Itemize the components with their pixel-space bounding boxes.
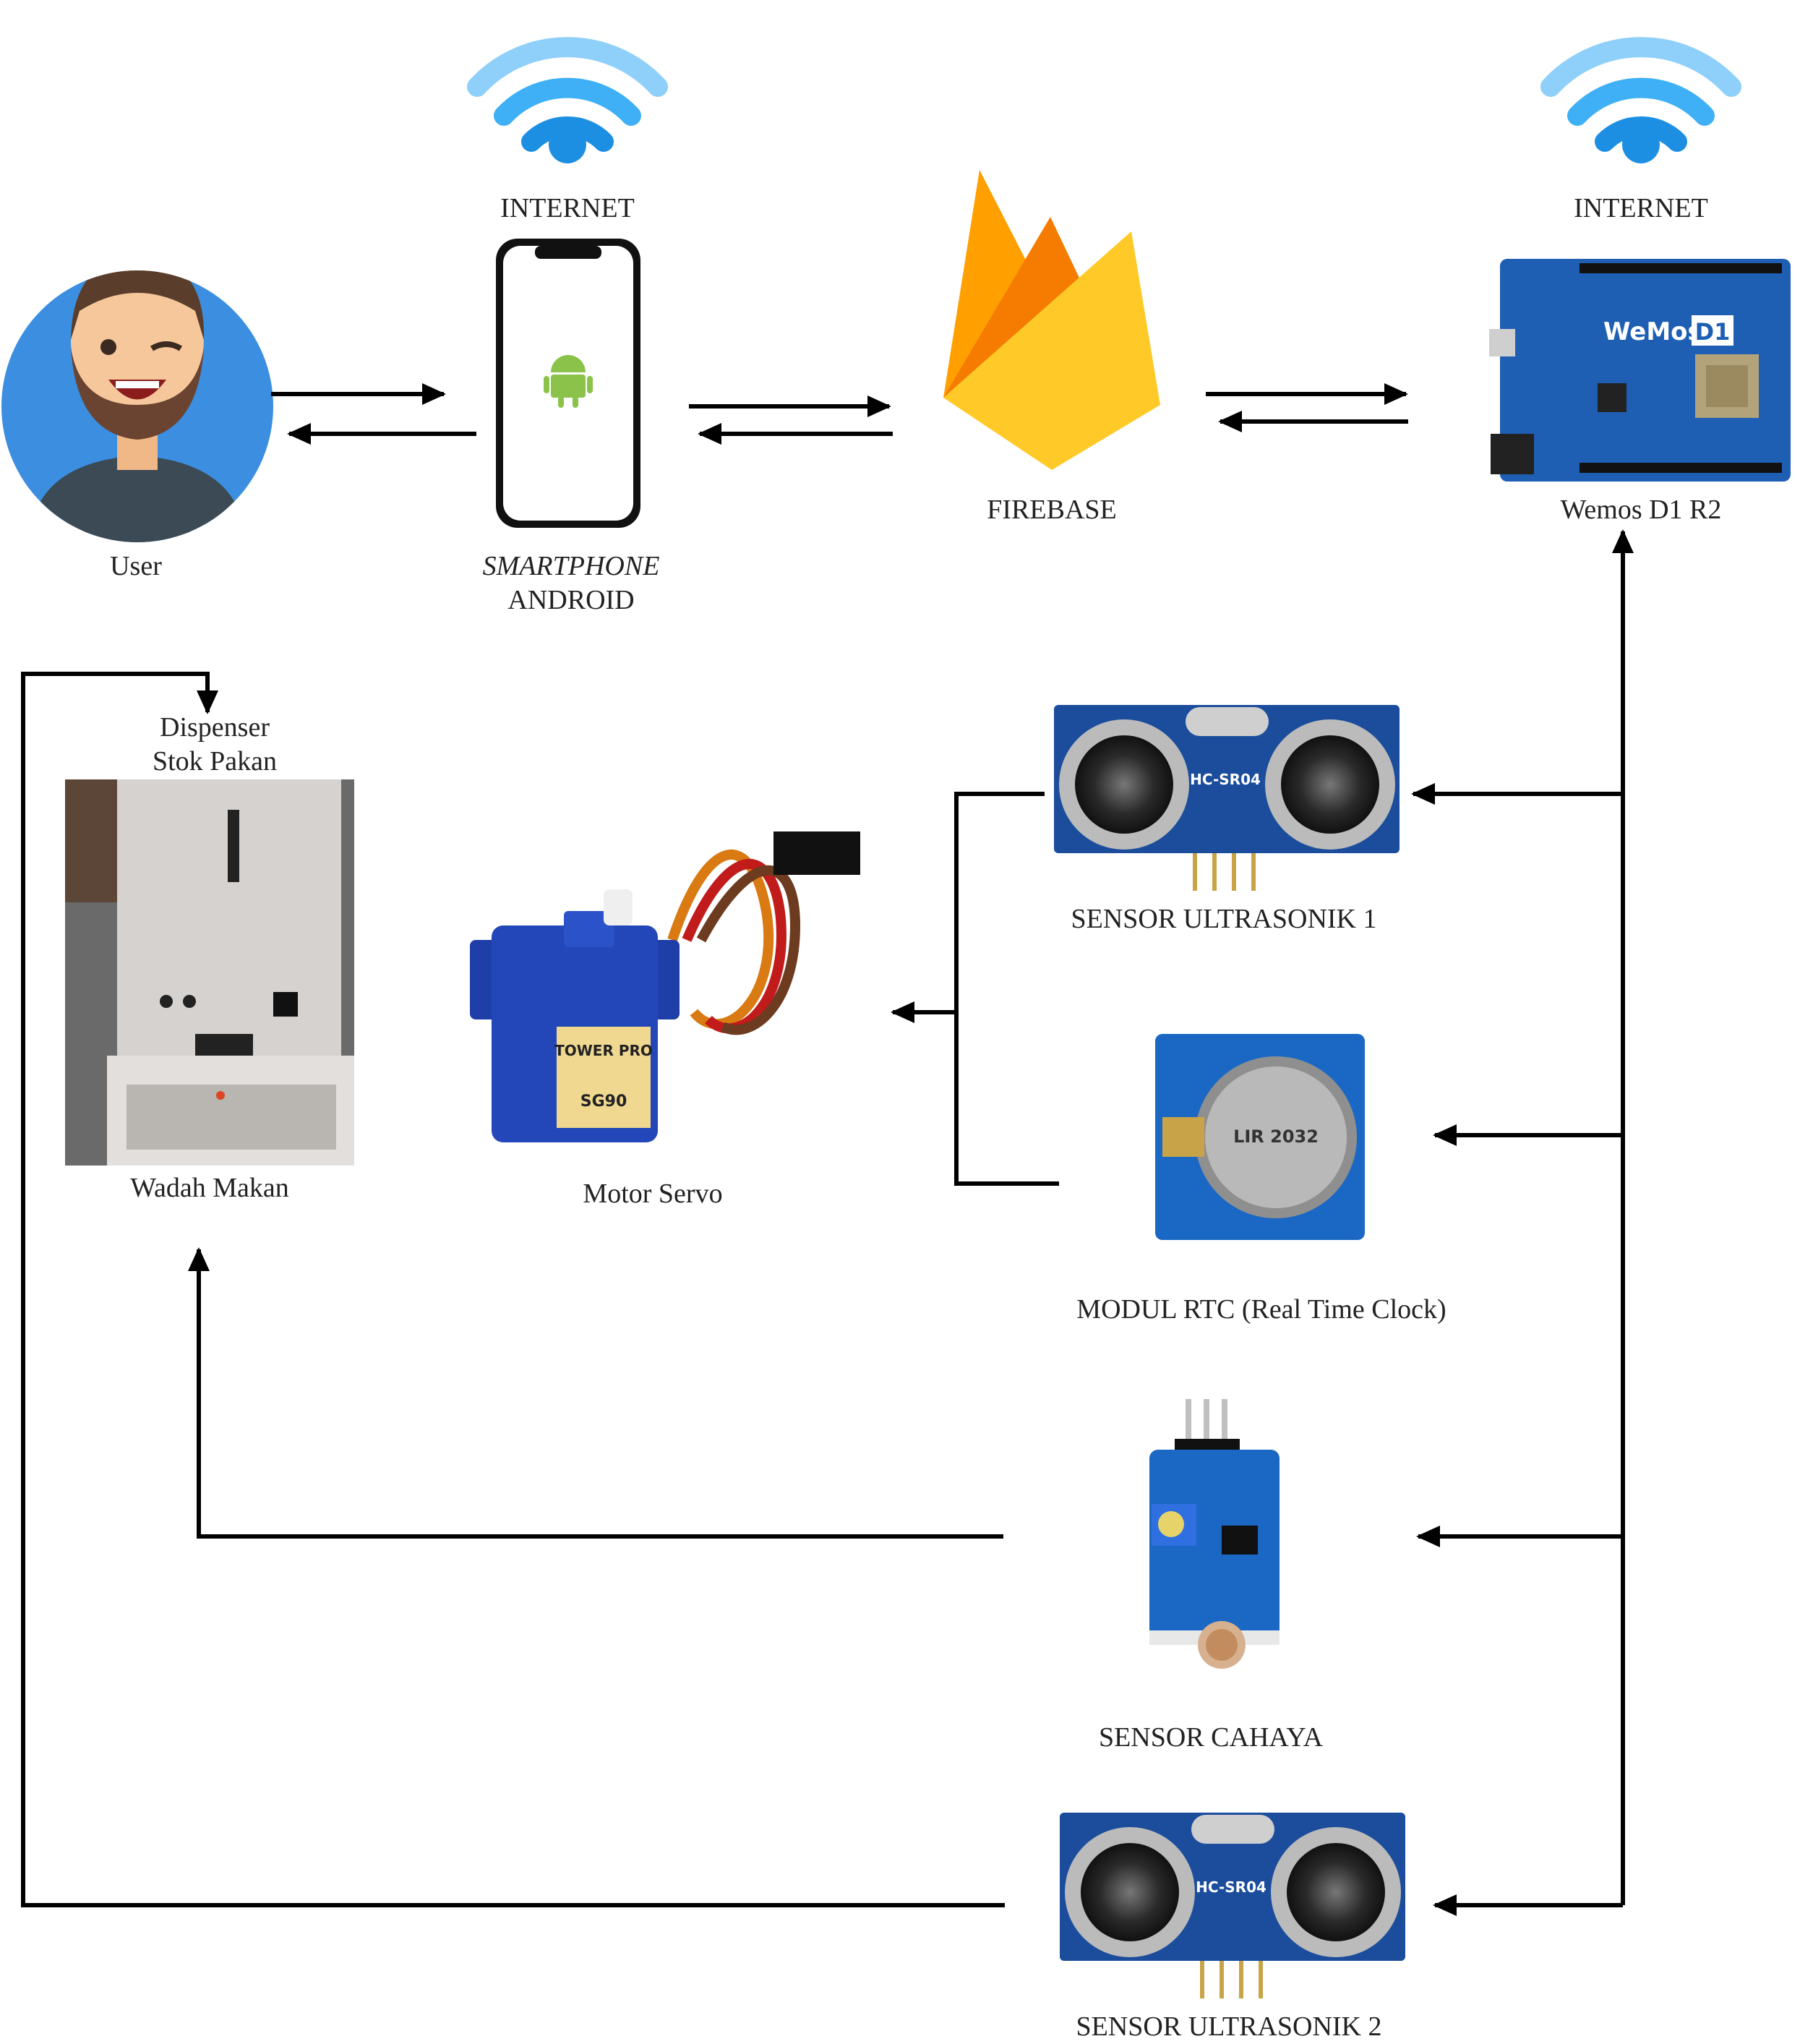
sensor-ultrasonik-1-label: SENSOR ULTRASONIK 1 bbox=[1071, 904, 1377, 934]
internet-label-right: INTERNET bbox=[1574, 193, 1708, 223]
servo-brand-text: TOWER PRO bbox=[554, 1042, 653, 1059]
stok-pakan-label: Stok Pakan bbox=[153, 746, 277, 777]
servo-motor-image: TOWER PRO SG90 bbox=[470, 831, 860, 1142]
wemos-d1-board: WeMos D1 bbox=[1489, 259, 1791, 482]
ultrasonic-sensor-2-image: HC-SR04 bbox=[1060, 1813, 1405, 1998]
ultrasonic-sensor-1-image: HC-SR04 bbox=[1054, 705, 1400, 891]
light-sensor-image bbox=[1149, 1399, 1280, 1669]
user-avatar-icon bbox=[1, 270, 273, 542]
android-label: ANDROID bbox=[507, 585, 634, 615]
hcsr04-text-2: HC-SR04 bbox=[1196, 1878, 1266, 1896]
servo-label: Motor Servo bbox=[583, 1179, 722, 1209]
internet-label-left: INTERNET bbox=[500, 193, 635, 223]
dispenser-label: Dispenser bbox=[160, 712, 270, 743]
connector-us1-rtc bbox=[954, 792, 1059, 1186]
dispenser-photo bbox=[65, 779, 354, 1166]
arrow-us2-to-dispenser bbox=[21, 672, 1005, 1907]
smartphone-label: SMARTPHONE bbox=[483, 551, 660, 581]
wemos-model-text: D1 bbox=[1695, 318, 1731, 346]
wemos-brand-text: WeMos bbox=[1603, 317, 1702, 346]
rtc-label: MODUL RTC (Real Time Clock) bbox=[1076, 1294, 1446, 1325]
sensor-cahaya-label: SENSOR CAHAYA bbox=[1099, 1722, 1324, 1753]
user-label: User bbox=[110, 551, 162, 581]
servo-model-text: SG90 bbox=[580, 1092, 627, 1111]
wifi-icon-right bbox=[1540, 37, 1741, 163]
android-icon bbox=[544, 355, 593, 408]
firebase-flame-icon bbox=[943, 170, 1160, 470]
wifi-icon-left bbox=[467, 37, 668, 163]
rtc-module-image: LIR 2032 bbox=[1155, 1034, 1365, 1240]
hcsr04-text-1: HC-SR04 bbox=[1190, 771, 1261, 788]
wadah-label: Wadah Makan bbox=[130, 1173, 289, 1203]
wemos-label: Wemos D1 R2 bbox=[1561, 495, 1722, 525]
arrow-light-to-wadah bbox=[188, 1247, 1003, 1539]
firebase-label: FIREBASE bbox=[987, 495, 1116, 525]
rtc-battery-text: LIR 2032 bbox=[1233, 1126, 1319, 1147]
smartphone-icon bbox=[496, 239, 640, 528]
sensor-ultrasonik-2-label: SENSOR ULTRASONIK 2 bbox=[1076, 2011, 1382, 2042]
